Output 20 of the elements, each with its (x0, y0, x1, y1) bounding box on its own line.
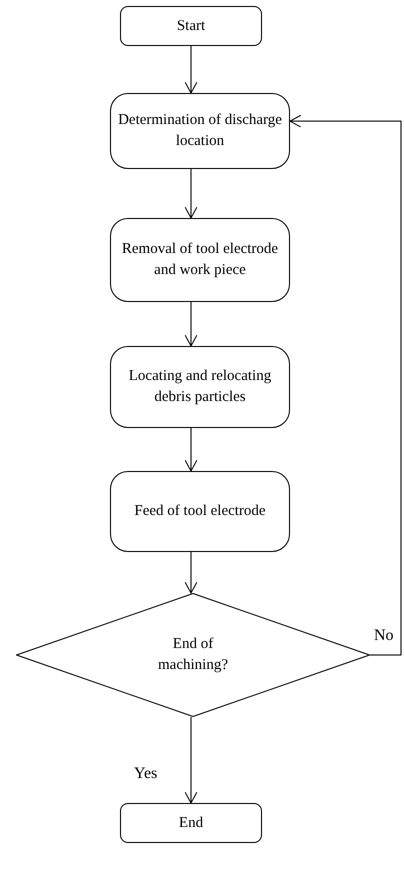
node-text: Removal of tool electrode and work piece (120, 240, 280, 280)
process-box (110, 218, 290, 302)
node-text: Locating and relocating debris particles (128, 367, 272, 407)
process-box (110, 93, 290, 169)
node-text: End of machining? (157, 635, 229, 675)
process-box (120, 6, 262, 46)
process-box (120, 803, 262, 843)
arrow (184, 46, 198, 94)
arrow (290, 114, 402, 656)
node-text: End (178, 814, 204, 832)
arrow (184, 716, 198, 804)
arrow (184, 552, 198, 594)
process-box (110, 346, 290, 428)
arrow (184, 302, 198, 346)
arrow (184, 168, 198, 218)
arrow (184, 428, 198, 472)
node-text: Determination of discharge location (117, 111, 283, 151)
process-box (110, 471, 290, 552)
node-text: Start (176, 16, 206, 36)
node-text: Feed of tool electrode (133, 502, 267, 521)
